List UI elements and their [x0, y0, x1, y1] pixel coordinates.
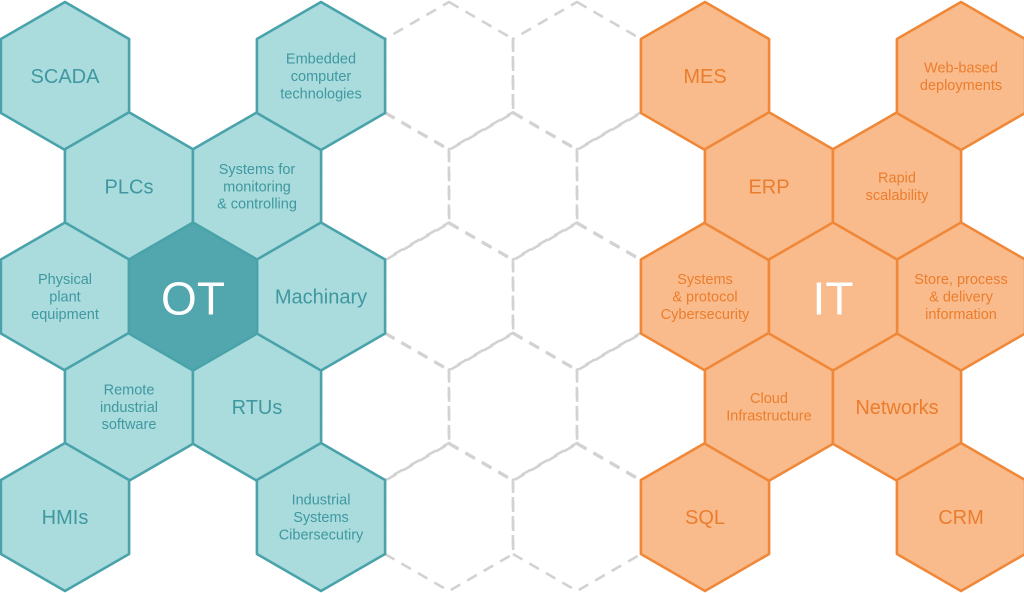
label-line: Rapid: [878, 171, 916, 187]
label-line: Cloud: [750, 391, 788, 407]
label-line: Remote: [104, 382, 155, 398]
label-line: scalability: [866, 188, 930, 204]
label-line: Industrial: [292, 493, 351, 509]
hexagon-shape: [255, 441, 387, 593]
it-core-label: IT: [813, 273, 854, 325]
empty-hexagon: [511, 0, 643, 152]
ot-hexagon-machinary: Machinary: [255, 221, 387, 372]
label-line: HMIs: [42, 507, 89, 529]
it-core-hexagon: IT: [767, 221, 899, 372]
empty-hexagon: [383, 0, 515, 152]
label-line: Networks: [855, 397, 938, 419]
label-line: MES: [683, 66, 726, 88]
hexagon-shape: [0, 441, 131, 593]
label-line: Physical: [38, 272, 92, 288]
label-line: IT: [813, 273, 854, 325]
label-line: Systems: [677, 272, 733, 288]
label-line: Embedded: [286, 52, 356, 68]
label-line: Cybersecurity: [661, 307, 750, 323]
hexagon-shape: [127, 221, 259, 372]
ot-hexagon-hmis: HMIs: [0, 441, 131, 593]
label-line: SCADA: [31, 66, 101, 88]
label-line: computer: [291, 69, 352, 85]
label-line: & delivery: [929, 290, 993, 306]
label-line: PLCs: [105, 176, 154, 198]
empty-hexagon: [383, 441, 515, 593]
empty-hexagon: [511, 221, 643, 372]
hexagon-label: SQL: [685, 507, 725, 529]
label-line: deployments: [920, 78, 1002, 94]
label-line: Machinary: [275, 287, 367, 309]
hexagon-label: CRM: [938, 507, 984, 529]
hexagon-label: SCADA: [31, 66, 101, 88]
hexagon-label: PLCs: [105, 176, 154, 198]
empty-hexagon: [575, 111, 707, 262]
hexagon-label: MES: [683, 66, 726, 88]
label-line: CRM: [938, 507, 984, 529]
hexagon-shape: [255, 0, 387, 152]
label-line: Store, process: [914, 272, 1008, 288]
hexagon-shape: [895, 441, 1024, 593]
label-line: plant: [49, 290, 80, 306]
label-line: & controlling: [217, 197, 297, 213]
hexagon-label: HMIs: [42, 507, 89, 529]
empty-hexagon: [447, 111, 579, 262]
hexagon-label: ERP: [748, 176, 789, 198]
label-line: Systems for: [219, 162, 296, 178]
hexagon-label: RTUs: [232, 397, 283, 419]
hexagon-label: Web-based deployments: [920, 60, 1002, 93]
hexagon-label: Networks: [855, 397, 938, 419]
label-line: Web-based: [924, 60, 998, 76]
label-line: OT: [161, 273, 225, 325]
label-line: ERP: [748, 176, 789, 198]
ot-core-hexagon: OT: [127, 221, 259, 372]
label-line: Infrastructure: [726, 409, 811, 425]
label-line: Cibersecutiry: [279, 528, 364, 544]
it-hexagon-crm: CRM: [895, 441, 1024, 593]
label-line: & protocol: [672, 290, 737, 306]
hexagon-label: Machinary: [275, 287, 367, 309]
label-line: industrial: [100, 400, 158, 416]
label-line: technologies: [280, 87, 361, 103]
label-line: monitoring: [223, 179, 291, 195]
it-hexagon-web-based-deployments: Web-based deployments: [895, 0, 1024, 152]
hexagon-shape: [895, 0, 1024, 152]
it-hexagon-mes: MES: [639, 0, 771, 152]
label-line: software: [102, 417, 157, 433]
label-line: SQL: [685, 507, 725, 529]
label-line: Systems: [293, 510, 349, 526]
ot-core-label: OT: [161, 273, 225, 325]
label-line: equipment: [31, 307, 99, 323]
empty-hexagon: [383, 221, 515, 372]
label-line: information: [925, 307, 997, 323]
empty-hexagon: [575, 331, 707, 483]
label-line: RTUs: [232, 397, 283, 419]
hexagon-shape: [767, 221, 899, 372]
empty-hexagon: [447, 331, 579, 483]
empty-hexagon: [511, 441, 643, 593]
